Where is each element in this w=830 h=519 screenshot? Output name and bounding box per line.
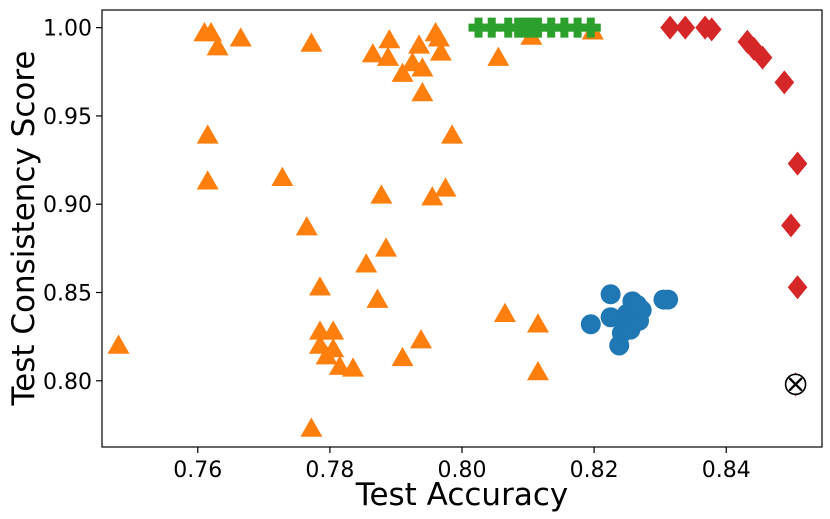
plus-point <box>541 17 562 38</box>
circle-point <box>600 284 621 305</box>
triangle-point <box>199 21 222 42</box>
x-tick-label: 0.82 <box>570 458 619 483</box>
diamond-point <box>787 275 808 300</box>
circle-point <box>580 314 601 335</box>
axes: 0.76 0.78 0.80 0.82 0.84 0.80 0.85 0.90 0.95 1.00 <box>43 17 751 483</box>
data-marks <box>107 15 808 437</box>
triangle-point <box>328 355 351 375</box>
triangle-point <box>378 29 401 49</box>
diamond-point <box>752 45 773 70</box>
triangle-point <box>206 36 229 56</box>
plus-point <box>554 17 575 38</box>
triangle-point <box>271 166 294 186</box>
triangle-point <box>411 81 434 102</box>
circle-point <box>658 289 679 310</box>
triangle-point <box>429 41 452 61</box>
triangle-point <box>375 237 398 257</box>
triangle-point <box>308 276 331 296</box>
triangle-point <box>322 320 345 340</box>
triangle-point <box>526 360 549 381</box>
plus-point <box>527 17 548 38</box>
triangle-point <box>355 253 378 273</box>
x-tick-label: 0.78 <box>305 458 354 483</box>
triangle-point <box>322 338 345 358</box>
plus-point <box>580 17 601 38</box>
x-axis-label: Test Accuracy <box>355 477 568 513</box>
x-tick-label: 0.84 <box>702 458 751 483</box>
triangle-point <box>487 46 510 66</box>
triangle-point <box>377 46 400 66</box>
diamond-point <box>675 15 696 40</box>
y-tick-label: 0.85 <box>43 282 92 307</box>
circle-point <box>631 300 652 321</box>
plus-point <box>567 17 588 38</box>
diamond-point <box>660 15 680 40</box>
triangle-point <box>526 313 549 333</box>
triangle-point <box>361 43 384 63</box>
diamond-point <box>701 17 722 42</box>
x-tick-label: 0.80 <box>438 458 487 483</box>
y-tick-label: 0.95 <box>43 105 92 130</box>
diamond-point <box>737 29 758 54</box>
y-axis-label: Test Consistency Score <box>6 50 42 406</box>
triangle-point <box>229 27 252 47</box>
x-tick-label: 0.76 <box>173 458 222 483</box>
triangle-point <box>295 216 318 236</box>
plus-point <box>481 17 502 38</box>
triangle-point <box>370 184 393 204</box>
triangle-point <box>408 34 431 54</box>
triangle-point <box>427 27 450 47</box>
plus-point <box>468 17 489 38</box>
x-circle-point <box>784 373 807 396</box>
y-tick-label: 0.80 <box>43 370 92 395</box>
triangle-point <box>391 62 414 82</box>
y-tick-label: 0.90 <box>43 193 92 218</box>
triangle-point <box>441 124 464 144</box>
triangle-point <box>434 177 457 197</box>
triangle-point <box>410 329 433 349</box>
diamond-point <box>787 151 808 176</box>
triangle-point <box>107 334 130 354</box>
triangle-point <box>300 417 323 437</box>
diamond-point <box>781 213 801 238</box>
diamond-point <box>774 70 795 95</box>
triangle-point <box>411 57 434 77</box>
triangle-point <box>493 302 516 322</box>
triangle-point <box>366 288 389 308</box>
triangle-point <box>196 124 219 144</box>
triangle-point <box>300 32 323 52</box>
triangle-point <box>342 357 365 377</box>
y-tick-label: 1.00 <box>43 17 92 42</box>
plot-frame <box>101 9 823 448</box>
triangle-point <box>421 186 444 206</box>
triangle-point <box>196 170 219 190</box>
triangle-point <box>391 346 414 367</box>
